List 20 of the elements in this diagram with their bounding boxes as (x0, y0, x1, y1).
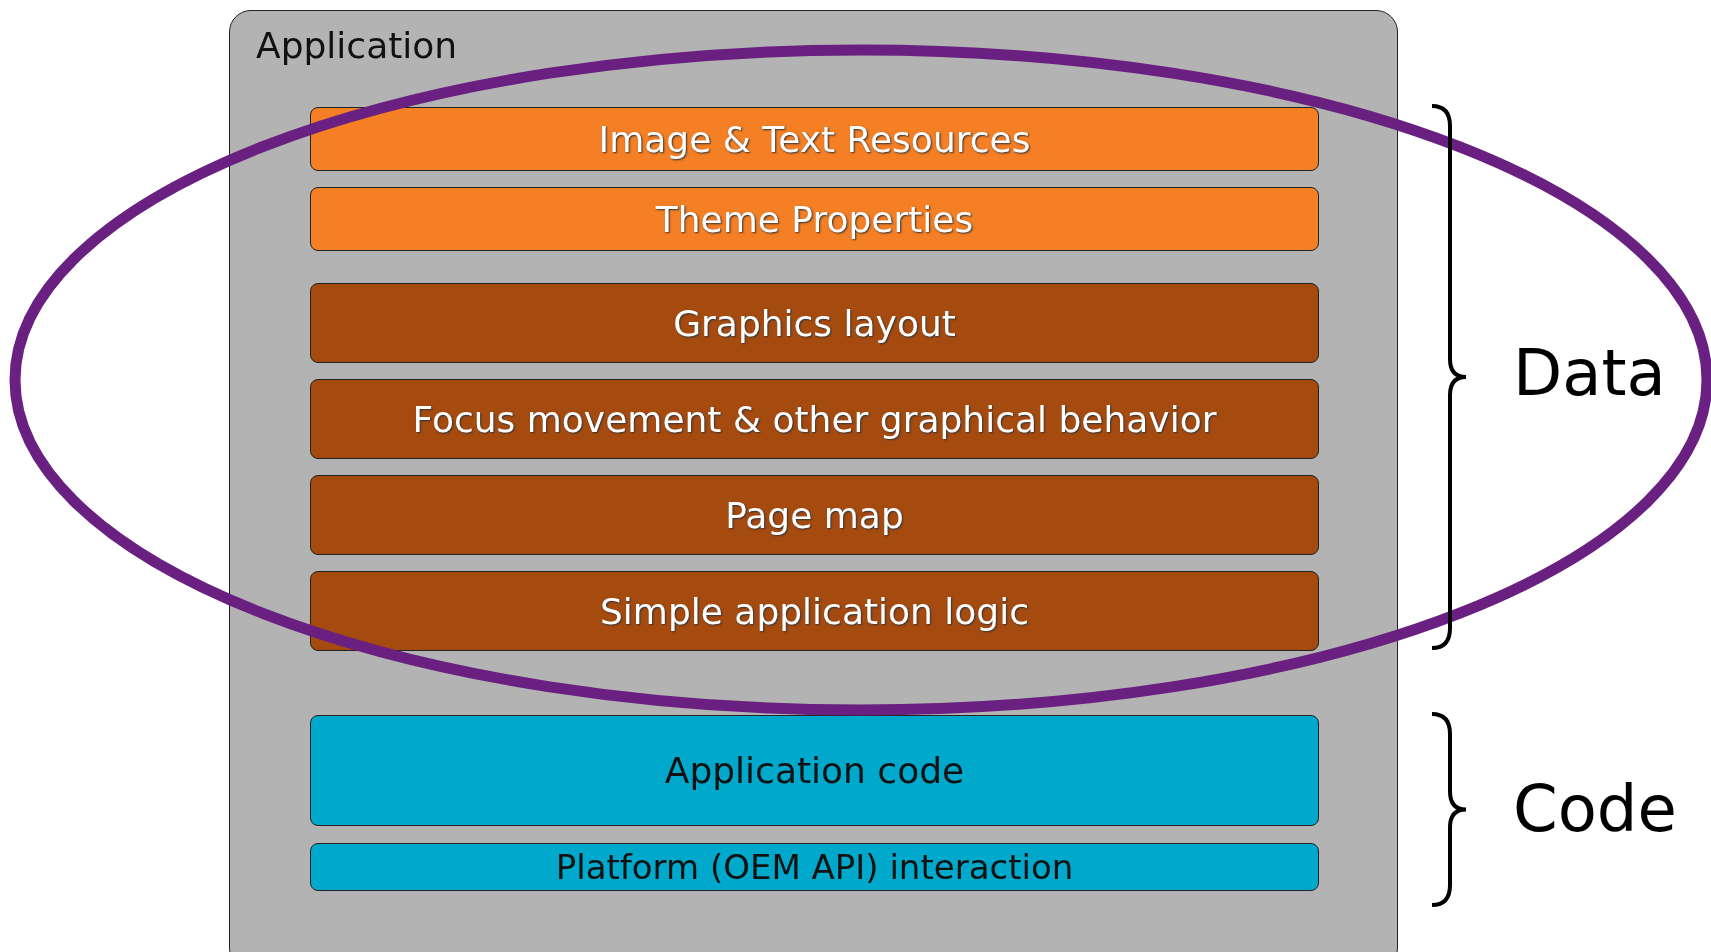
logic-layer (310, 571, 1319, 651)
layer-label: Application code (664, 750, 965, 791)
group-label: Code (1513, 772, 1677, 846)
layer-label: Platform (OEM API) interaction (555, 847, 1074, 887)
layer-label: Graphics layout (673, 302, 956, 344)
resource-layer (310, 187, 1319, 251)
layer-label: Image & Text Resources (598, 118, 1031, 160)
group-label: Data (1513, 336, 1666, 410)
application-panel (229, 10, 1398, 952)
layer-label: Simple application logic (599, 590, 1030, 632)
logic-layer (310, 283, 1319, 363)
logic-layer (310, 475, 1319, 555)
code-layer (310, 843, 1319, 891)
resource-layer (310, 107, 1319, 171)
logic-layer (310, 379, 1319, 459)
layer-label: Focus movement & other graphical behavior (412, 398, 1217, 440)
layer-label: Page map (725, 494, 904, 536)
layer-label: Theme Properties (655, 198, 974, 240)
code-layer (310, 715, 1319, 826)
panel-title: Application (256, 25, 458, 66)
